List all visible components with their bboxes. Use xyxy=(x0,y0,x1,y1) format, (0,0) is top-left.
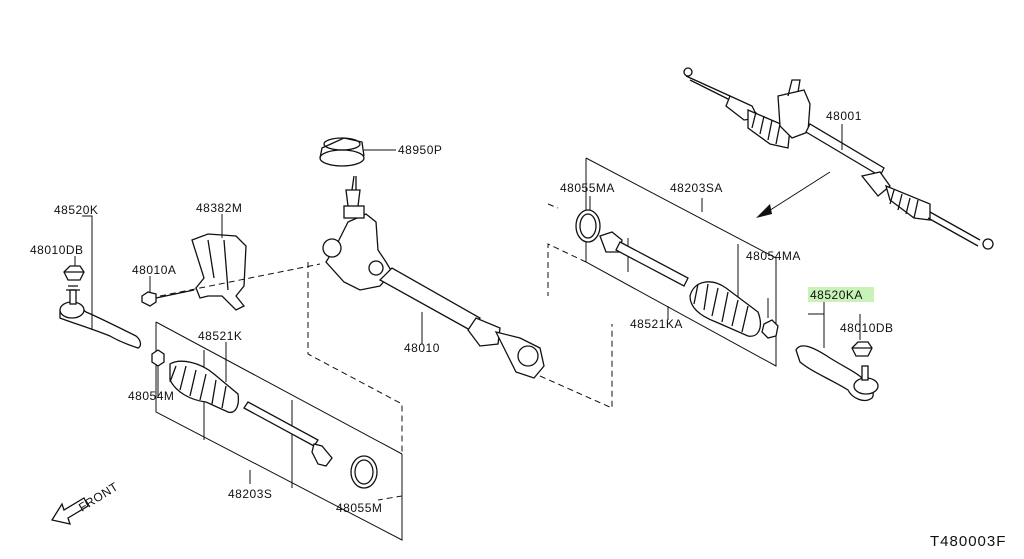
label-48950P[interactable]: 48950P xyxy=(398,143,442,157)
tie-rod-end-left[interactable] xyxy=(59,285,142,349)
seal-48950P[interactable] xyxy=(319,137,365,167)
label-48203S[interactable]: 48203S xyxy=(228,487,272,501)
label-48010A[interactable]: 48010A xyxy=(132,263,176,277)
label-48054M[interactable]: 48054M xyxy=(128,389,174,403)
label-48001[interactable]: 48001 xyxy=(826,109,862,123)
inner-tie-rod-left[interactable] xyxy=(243,401,333,467)
highlight-48520KA xyxy=(808,287,874,302)
label-48382M[interactable]: 48382M xyxy=(196,201,242,215)
label-48055MA[interactable]: 48055MA xyxy=(560,181,615,195)
label-48521K[interactable]: 48521K xyxy=(198,329,242,343)
label-48010DB-left[interactable]: 48010DB xyxy=(30,243,84,257)
label-48010[interactable]: 48010 xyxy=(404,341,440,355)
label-48520KA[interactable]: 48520KA xyxy=(810,288,863,302)
label-48055M[interactable]: 48055M xyxy=(336,501,382,515)
nut-48010DB-right[interactable] xyxy=(851,341,873,357)
tie-rod-end-right[interactable] xyxy=(795,345,879,402)
label-48054MA[interactable]: 48054MA xyxy=(746,249,801,263)
nut-48010DB-left[interactable] xyxy=(63,265,85,281)
front-label: FRONT xyxy=(76,479,121,514)
boot-48521KA[interactable] xyxy=(689,281,762,337)
explode-arrow xyxy=(756,171,831,218)
figure-code: T480003F xyxy=(930,533,1006,550)
front-arrow xyxy=(50,497,89,525)
label-48203SA[interactable]: 48203SA xyxy=(670,181,723,195)
clamp-48054MA[interactable] xyxy=(761,319,779,339)
steering-gear-assembly-48001[interactable] xyxy=(683,67,994,250)
bolt-48010A[interactable] xyxy=(141,289,195,307)
bracket-48382M[interactable] xyxy=(191,233,247,311)
label-48520K[interactable]: 48520K xyxy=(54,203,98,217)
inner-tie-rod-right[interactable] xyxy=(599,231,689,287)
clamp-48054M[interactable] xyxy=(151,349,165,367)
label-48010DB-right[interactable]: 48010DB xyxy=(840,321,894,335)
ring-48055M[interactable] xyxy=(350,455,378,489)
ring-48055MA[interactable] xyxy=(575,209,601,243)
boot-48521K[interactable] xyxy=(169,360,240,414)
steering-rack-48010[interactable] xyxy=(322,175,545,379)
label-48521KA[interactable]: 48521KA xyxy=(630,317,683,331)
